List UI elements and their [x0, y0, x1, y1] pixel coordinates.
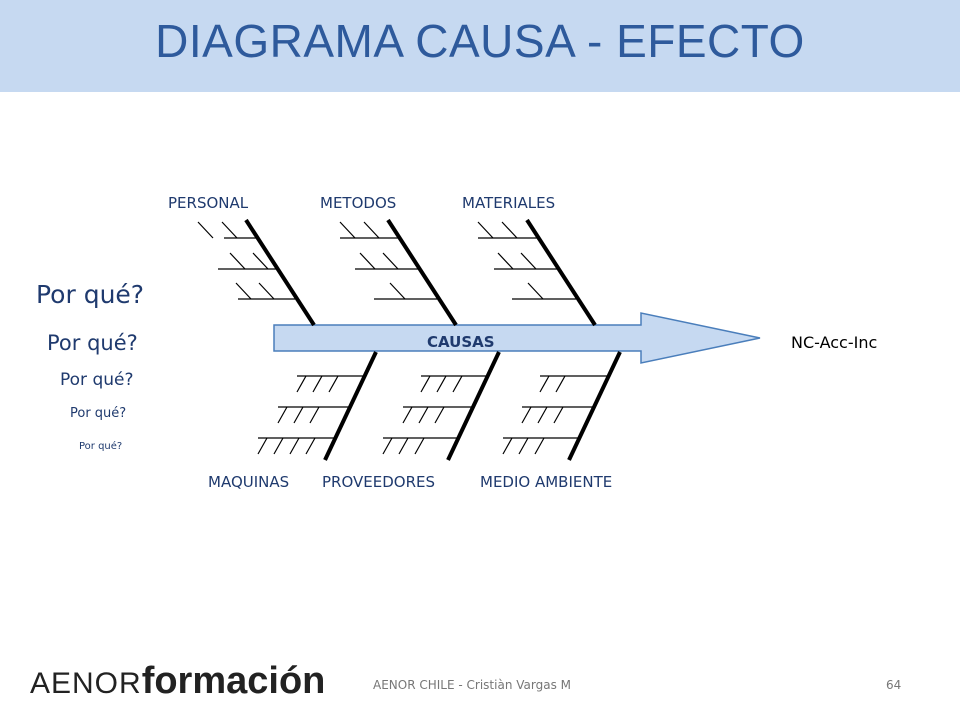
logo-part-aenor: AENOR	[30, 667, 142, 700]
bone-maquinas	[323, 351, 378, 461]
category-proveedores: PROVEEDORES	[322, 473, 436, 491]
sub-bones-proveedores	[382, 375, 488, 455]
footer-text: AENOR CHILE - Cristiàn Vargas M	[373, 678, 571, 692]
sub-bones-materiales	[477, 221, 576, 300]
bone-proveedores	[446, 351, 501, 461]
title-banner	[0, 0, 960, 92]
sub-bones-medio-ambiente	[502, 375, 609, 455]
aenor-formacion-logo: AENORformación	[30, 660, 326, 702]
bone-personal	[244, 218, 316, 327]
sub-bones-maquinas	[257, 375, 365, 455]
category-maquinas: MAQUINAS	[208, 473, 290, 491]
spine-arrow	[273, 312, 761, 364]
category-personal: PERSONAL	[168, 194, 249, 212]
category-medio-ambiente: MEDIO AMBIENTE	[480, 473, 613, 491]
why-question-3: Por qué?	[60, 370, 134, 390]
sub-bones-metodos	[339, 221, 437, 300]
page-number: 64	[886, 678, 902, 692]
category-materiales: MATERIALES	[462, 194, 556, 212]
logo-part-formacion: formación	[141, 660, 326, 702]
spine-label: CAUSAS	[427, 333, 495, 351]
why-question-2: Por qué?	[47, 331, 138, 355]
why-question-5: Por qué?	[79, 441, 123, 452]
sub-bones-personal	[197, 221, 295, 300]
category-metodos: METODOS	[320, 194, 397, 212]
bone-metodos	[386, 218, 458, 327]
effect-label: NC-Acc-Inc	[791, 333, 878, 352]
slide-title: DIAGRAMA CAUSA - EFECTO	[155, 15, 805, 67]
bone-medio-ambiente	[567, 351, 622, 461]
bone-materiales	[525, 218, 597, 327]
why-question-4: Por qué?	[70, 406, 127, 421]
why-question-1: Por qué?	[36, 280, 145, 309]
